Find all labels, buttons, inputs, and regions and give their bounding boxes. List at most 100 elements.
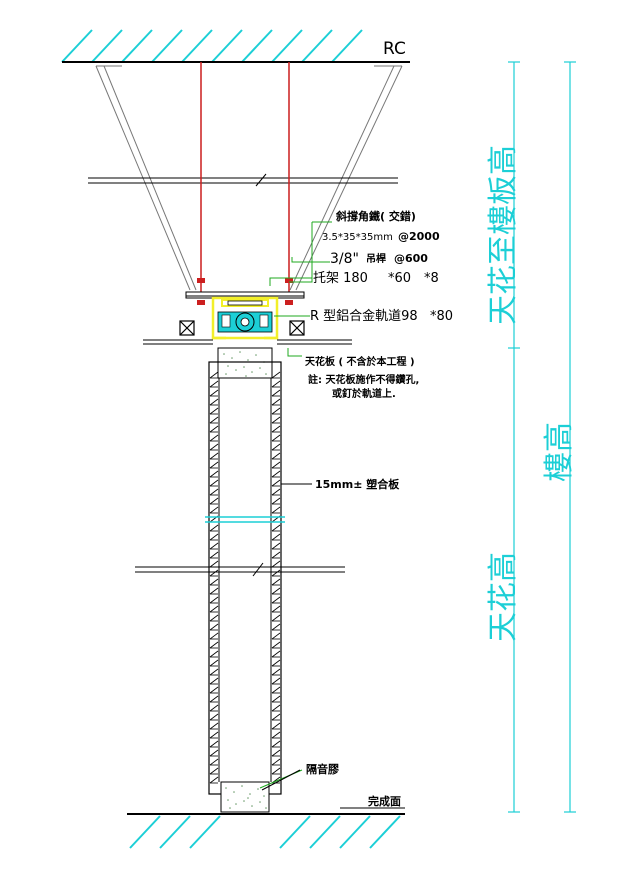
hatch-stroke bbox=[209, 605, 219, 613]
hatch-stroke bbox=[271, 461, 281, 469]
hatch-stroke bbox=[209, 749, 219, 757]
hatch-stroke bbox=[271, 668, 281, 676]
hatch-stroke bbox=[271, 695, 281, 703]
hatch-stroke bbox=[209, 551, 219, 559]
rod-nuts bbox=[197, 278, 293, 305]
ceiling-joist-right bbox=[289, 320, 305, 336]
hatch-stroke bbox=[271, 443, 281, 451]
hatch-stroke bbox=[209, 488, 219, 496]
hatch-stroke bbox=[209, 533, 219, 541]
hatch-stroke bbox=[209, 740, 219, 748]
hatch-stroke bbox=[271, 650, 281, 658]
hatch-stroke bbox=[271, 542, 281, 550]
hatch-stroke bbox=[271, 524, 281, 532]
hatch-stroke bbox=[209, 614, 219, 622]
hatch-stroke bbox=[209, 677, 219, 685]
hatch-stroke bbox=[271, 749, 281, 757]
note-line1: 註: 天花板施作不得鑽孔, bbox=[308, 373, 419, 386]
note-line2: 或釘於軌道上. bbox=[332, 387, 396, 400]
hatch-stroke bbox=[271, 416, 281, 424]
hatch-stroke bbox=[209, 479, 219, 487]
hatch-stroke bbox=[209, 713, 219, 721]
track-dims-label: *80 bbox=[430, 309, 453, 324]
hatch-stroke bbox=[271, 506, 281, 514]
hatch-stroke bbox=[209, 416, 219, 424]
hatch-stroke bbox=[271, 434, 281, 442]
sealant-label: 隔音膠 bbox=[306, 762, 339, 776]
hatch-stroke bbox=[271, 587, 281, 595]
hatch-stroke bbox=[271, 578, 281, 586]
hatch-stroke bbox=[271, 596, 281, 604]
rc-label: RC bbox=[383, 39, 406, 59]
hatch-stroke bbox=[209, 389, 219, 397]
hatch-stroke bbox=[209, 650, 219, 658]
hatch-stroke bbox=[271, 425, 281, 433]
hatch-stroke bbox=[209, 434, 219, 442]
hatch-stroke bbox=[209, 695, 219, 703]
hatch-stroke bbox=[271, 389, 281, 397]
hatch-stroke bbox=[209, 722, 219, 730]
hatch-stroke bbox=[271, 371, 281, 379]
hatch-stroke bbox=[271, 533, 281, 541]
bracket-dims-2-label: *8 bbox=[424, 271, 439, 286]
hatch-stroke bbox=[271, 704, 281, 712]
hatch-stroke bbox=[209, 371, 219, 379]
hatch-stroke bbox=[271, 407, 281, 415]
dim-ceiling-to-slab: 天花至樓板高 bbox=[486, 145, 521, 325]
hatch-stroke bbox=[271, 560, 281, 568]
hatch-stroke bbox=[209, 452, 219, 460]
hanger-rod-spacing-label: @600 bbox=[394, 252, 428, 265]
hatch-stroke bbox=[271, 569, 281, 577]
hatch-stroke bbox=[271, 614, 281, 622]
hatch-stroke bbox=[271, 758, 281, 766]
rc-slab: RC bbox=[61, 29, 410, 63]
hatch-stroke bbox=[209, 569, 219, 577]
aluminium-track bbox=[211, 296, 279, 340]
panel-label: 15mm± 塑合板 bbox=[315, 477, 400, 491]
hatch-stroke bbox=[209, 560, 219, 568]
partition-panel bbox=[205, 347, 285, 813]
hatch-stroke bbox=[209, 443, 219, 451]
bottom-sealant-dots bbox=[225, 785, 267, 809]
hatch-stroke bbox=[271, 551, 281, 559]
floor-hatch bbox=[129, 815, 401, 849]
ceiling-joist-left bbox=[179, 320, 195, 336]
dim-ceiling-height: 天花高 bbox=[486, 552, 521, 642]
hatch-stroke bbox=[271, 479, 281, 487]
hatch-stroke bbox=[209, 425, 219, 433]
dimension-lines bbox=[508, 61, 576, 813]
hatch-stroke bbox=[209, 632, 219, 640]
hatch-stroke bbox=[209, 506, 219, 514]
hatch-stroke bbox=[209, 578, 219, 586]
hatch-stroke bbox=[209, 731, 219, 739]
hatch-stroke bbox=[209, 524, 219, 532]
track-rollers bbox=[217, 311, 273, 333]
hatch-stroke bbox=[209, 587, 219, 595]
hanger-rods bbox=[200, 62, 290, 292]
hatch-stroke bbox=[209, 407, 219, 415]
hatch-stroke bbox=[209, 380, 219, 388]
hatch-stroke bbox=[209, 398, 219, 406]
hatch-stroke bbox=[271, 488, 281, 496]
brace-label: 斜撐角鐵( 交錯) bbox=[335, 209, 416, 223]
hatch-stroke bbox=[209, 623, 219, 631]
hatch-stroke bbox=[271, 740, 281, 748]
hatch-stroke bbox=[209, 470, 219, 478]
break-line-upper bbox=[88, 173, 398, 187]
hatch-stroke bbox=[209, 686, 219, 694]
hatch-stroke bbox=[209, 767, 219, 775]
ceiling-board-label: 天花板 ( 不含於本工程 ) bbox=[305, 355, 415, 368]
hanger-rod-name-label: 吊桿 bbox=[366, 252, 386, 265]
hatch-stroke bbox=[271, 398, 281, 406]
hatch-stroke bbox=[271, 632, 281, 640]
brace-spacing-label: @2000 bbox=[398, 230, 440, 243]
hatch-stroke bbox=[271, 452, 281, 460]
hatch-stroke bbox=[209, 659, 219, 667]
top-sealant-dots bbox=[223, 351, 267, 377]
break-line-middle bbox=[135, 562, 345, 577]
slab-hatch bbox=[61, 29, 363, 63]
hatch-stroke bbox=[209, 641, 219, 649]
hatch-stroke bbox=[271, 470, 281, 478]
hatch-stroke bbox=[209, 776, 219, 784]
